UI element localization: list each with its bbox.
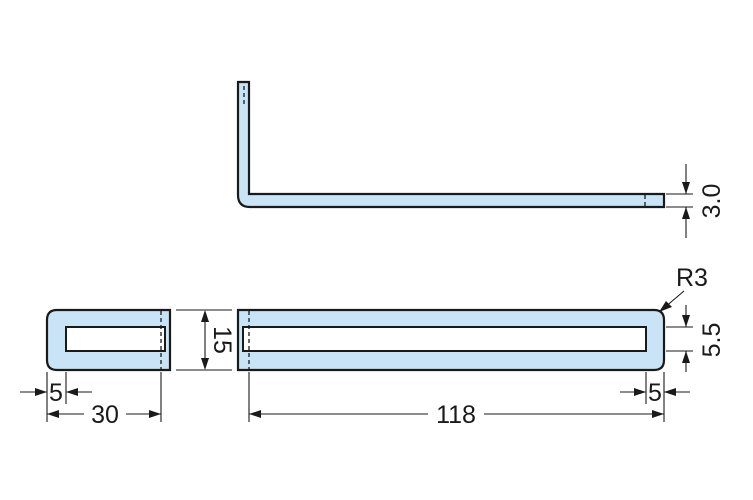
width-arrow-bottom (201, 358, 209, 370)
right-offset-label: 5 (648, 379, 662, 407)
left-offset-arrow-a (35, 388, 47, 396)
width-label: 15 (208, 326, 236, 354)
slot-right (242, 326, 647, 352)
left-length-label: 30 (91, 401, 119, 429)
slot-width-arrow-top (682, 315, 690, 327)
slot-width-arrow-bottom (682, 351, 690, 363)
corner-radius-arrow (659, 301, 672, 312)
l-bracket-profile (236, 80, 666, 209)
slot-left (65, 326, 166, 352)
corner-radius-label: R3 (676, 264, 708, 292)
thickness-arrow-top (682, 182, 690, 194)
side-view: 3.0 (236, 80, 726, 238)
left-offset-arrow-b (66, 388, 78, 396)
slot-width-label: 5.5 (698, 323, 726, 358)
left-length-arrow-a (47, 410, 59, 418)
left-length-arrow-b (149, 410, 161, 418)
thickness-label: 3.0 (698, 184, 726, 219)
main-length-arrow-a (249, 410, 261, 418)
top-view: 15 R3 5.5 5 30 (20, 264, 726, 429)
right-offset-arrow-b (664, 388, 676, 396)
thickness-arrow-bottom (682, 207, 690, 219)
right-offset-arrow-a (634, 388, 646, 396)
main-length-label: 118 (436, 401, 476, 429)
width-arrow-top (201, 310, 209, 322)
main-length-arrow-b (652, 410, 664, 418)
left-offset-label: 5 (49, 379, 63, 407)
